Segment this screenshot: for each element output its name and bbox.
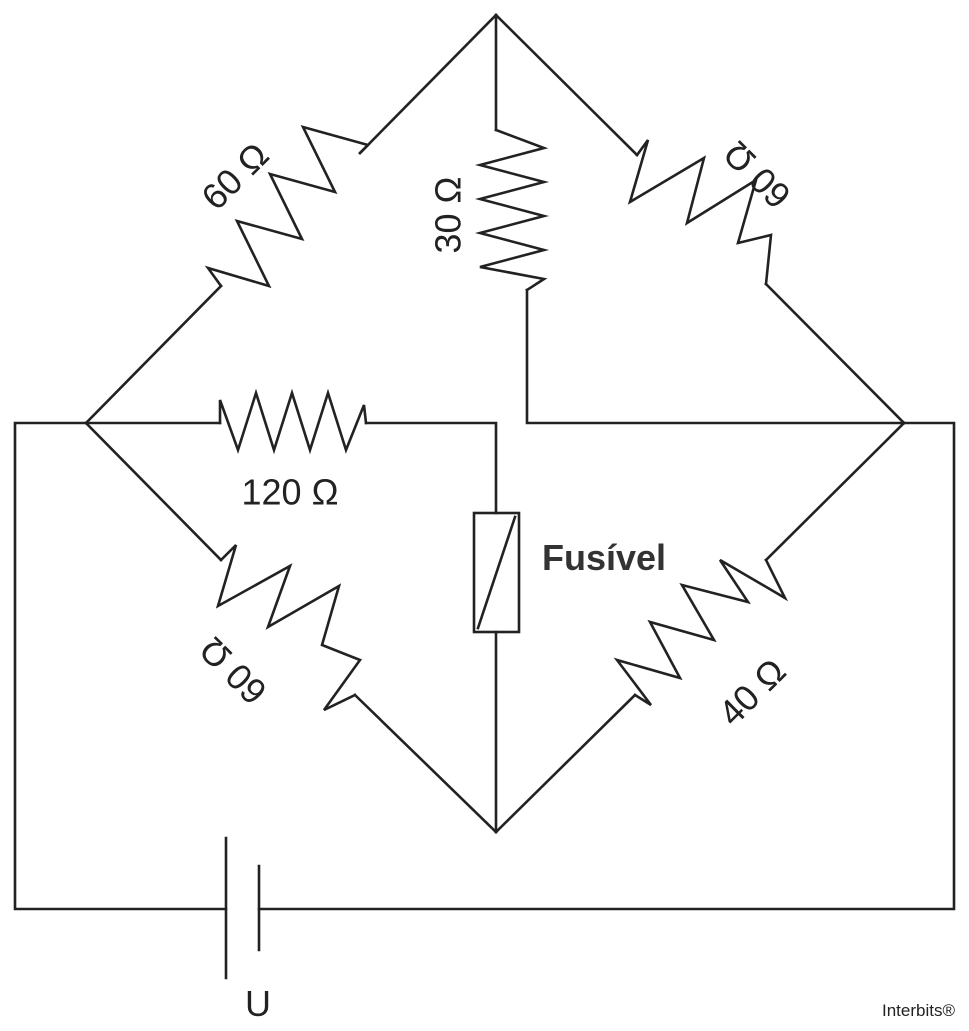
resistor-bottom-left: [215, 544, 363, 712]
wire-top-left-resistor-to-top-node: [358, 13, 498, 155]
wire-horizontal-resistor-to-fuse: [364, 421, 498, 515]
wire-bottom-left-resistor-to-bottom-node: [353, 693, 498, 834]
label-bottom-right-resistor: 40 Ω: [710, 650, 793, 733]
outer-wire-left: [13, 421, 228, 911]
fuse-label: Fusível: [542, 537, 666, 578]
wire-middle-resistor-to-right-node: [525, 288, 906, 425]
wire-bottom-right-resistor-to-right-node: [764, 421, 906, 562]
resistor-top-left: [204, 124, 371, 289]
label-bottom-left-resistor: 60 Ω: [191, 629, 274, 712]
resistor-horizontal: [218, 388, 368, 455]
label-top-right-resistor: 60 Ω: [715, 133, 798, 216]
label-top-middle-resistor: 30 Ω: [428, 177, 469, 254]
credit-text: Interbits®: [882, 1001, 955, 1020]
wire-top-right-resistor-to-right-node: [764, 282, 906, 425]
battery-symbol: [224, 836, 261, 980]
wire-top-node-to-top-right-resistor: [494, 13, 639, 157]
source-label: U: [245, 983, 271, 1024]
resistor-bottom-right: [613, 558, 789, 707]
wire-left-node-to-top-left-resistor: [84, 284, 223, 425]
resistor-top-middle: [474, 128, 550, 292]
outer-wire-right: [257, 421, 956, 911]
wire-bottom-node-to-bottom-right-resistor: [494, 693, 637, 834]
wire-left-node-to-bottom-left-resistor: [84, 421, 223, 562]
fuse-diagonal: [476, 515, 517, 630]
resistor-top-right: [627, 139, 773, 286]
label-horizontal-resistor: 120 Ω: [242, 472, 339, 513]
label-top-left-resistor: 60 Ω: [193, 134, 276, 217]
